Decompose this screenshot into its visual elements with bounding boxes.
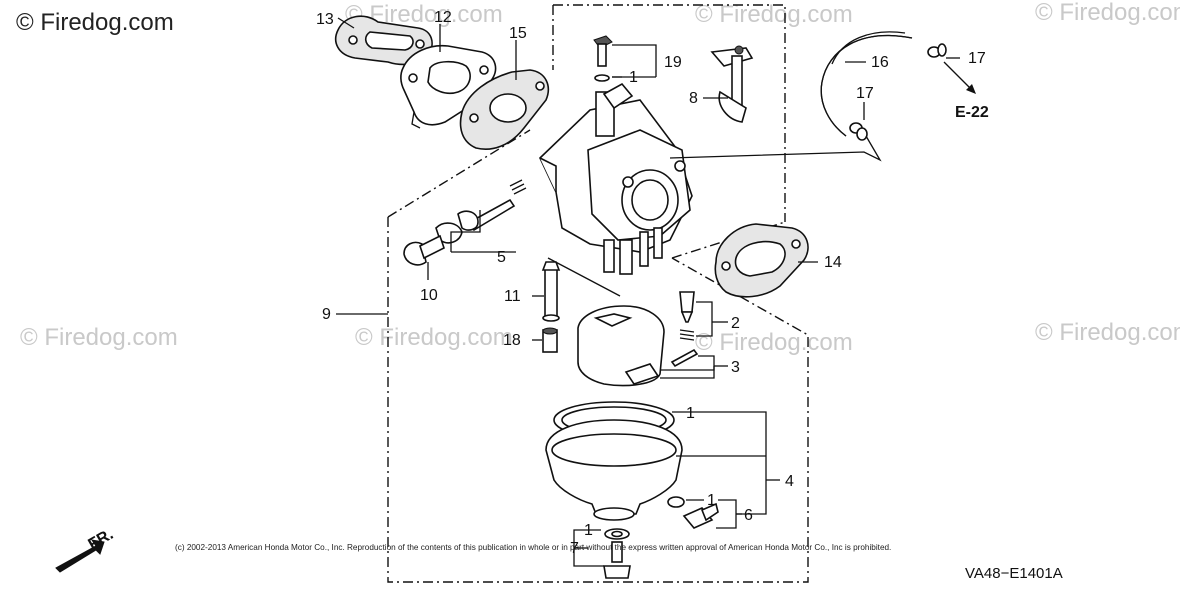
callout-19: 19 (664, 54, 682, 71)
diagram-code: VA48−E1401A (965, 565, 1063, 582)
gasket-15 (459, 69, 550, 150)
watermark-ghost: © Firedog.com (1035, 0, 1180, 26)
needle-valve-2 (679, 291, 695, 341)
callout-1c: 1 (707, 492, 716, 509)
gasket-14 (714, 223, 809, 298)
callout-6: 6 (744, 507, 753, 524)
assembly-outline (387, 4, 809, 583)
callout-17a: 17 (968, 50, 986, 67)
leader-lines (336, 17, 960, 567)
reference-arrow (943, 61, 976, 94)
callout-numbers: 13 12 15 19 1 8 16 17 17 E-22 14 5 10 11… (316, 9, 989, 557)
float-pin-3 (670, 348, 699, 368)
callout-3: 3 (731, 359, 740, 376)
float-bowl (545, 401, 683, 521)
fuel-tube-16 (820, 31, 913, 137)
watermark-ghost: © Firedog.com (695, 329, 853, 356)
callout-8: 8 (689, 90, 698, 107)
callout-14: 14 (824, 254, 842, 271)
watermark-ghost: © Firedog.com (355, 324, 513, 351)
callout-13: 13 (316, 11, 334, 28)
callout-18: 18 (503, 332, 521, 349)
watermarks: © Firedog.com © Firedog.com © Firedog.co… (20, 0, 1180, 356)
slow-jet-18 (542, 327, 558, 353)
gasket-13 (334, 15, 433, 66)
callout-11: 11 (504, 288, 521, 305)
main-jet-11 (541, 261, 561, 322)
copyright-footer: (c) 2002-2013 American Honda Motor Co., … (175, 543, 891, 552)
callout-1: 1 (629, 69, 638, 86)
screw-19 (593, 35, 613, 82)
pilot-screw-5 (435, 179, 527, 244)
insulator-12 (400, 44, 497, 129)
callout-7: 7 (570, 540, 579, 557)
callout-15: 15 (509, 25, 527, 42)
callout-10: 10 (420, 287, 438, 304)
choke-lever-8 (710, 45, 754, 123)
throttle-stop-screw-10 (403, 234, 445, 266)
callout-12: 12 (434, 9, 452, 26)
callout-4: 4 (785, 473, 794, 490)
carburetor-body (539, 82, 693, 275)
reference-e22: E-22 (955, 104, 989, 121)
front-direction-arrow: FR. (55, 526, 116, 573)
drain-screw-6 (667, 496, 719, 529)
bowl-bolt-7 (603, 528, 631, 579)
clip-17 (849, 43, 947, 141)
watermark-main: © Firedog.com (16, 9, 174, 36)
callout-2: 2 (731, 315, 740, 332)
callout-17b: 17 (856, 85, 874, 102)
float (577, 305, 665, 387)
callout-9: 9 (322, 306, 331, 323)
callout-5: 5 (497, 249, 506, 266)
callout-1d: 1 (584, 522, 593, 539)
callout-16: 16 (871, 54, 889, 71)
callout-1b: 1 (686, 405, 695, 422)
watermark-ghost: © Firedog.com (20, 324, 178, 351)
watermark-ghost: © Firedog.com (1035, 319, 1180, 346)
